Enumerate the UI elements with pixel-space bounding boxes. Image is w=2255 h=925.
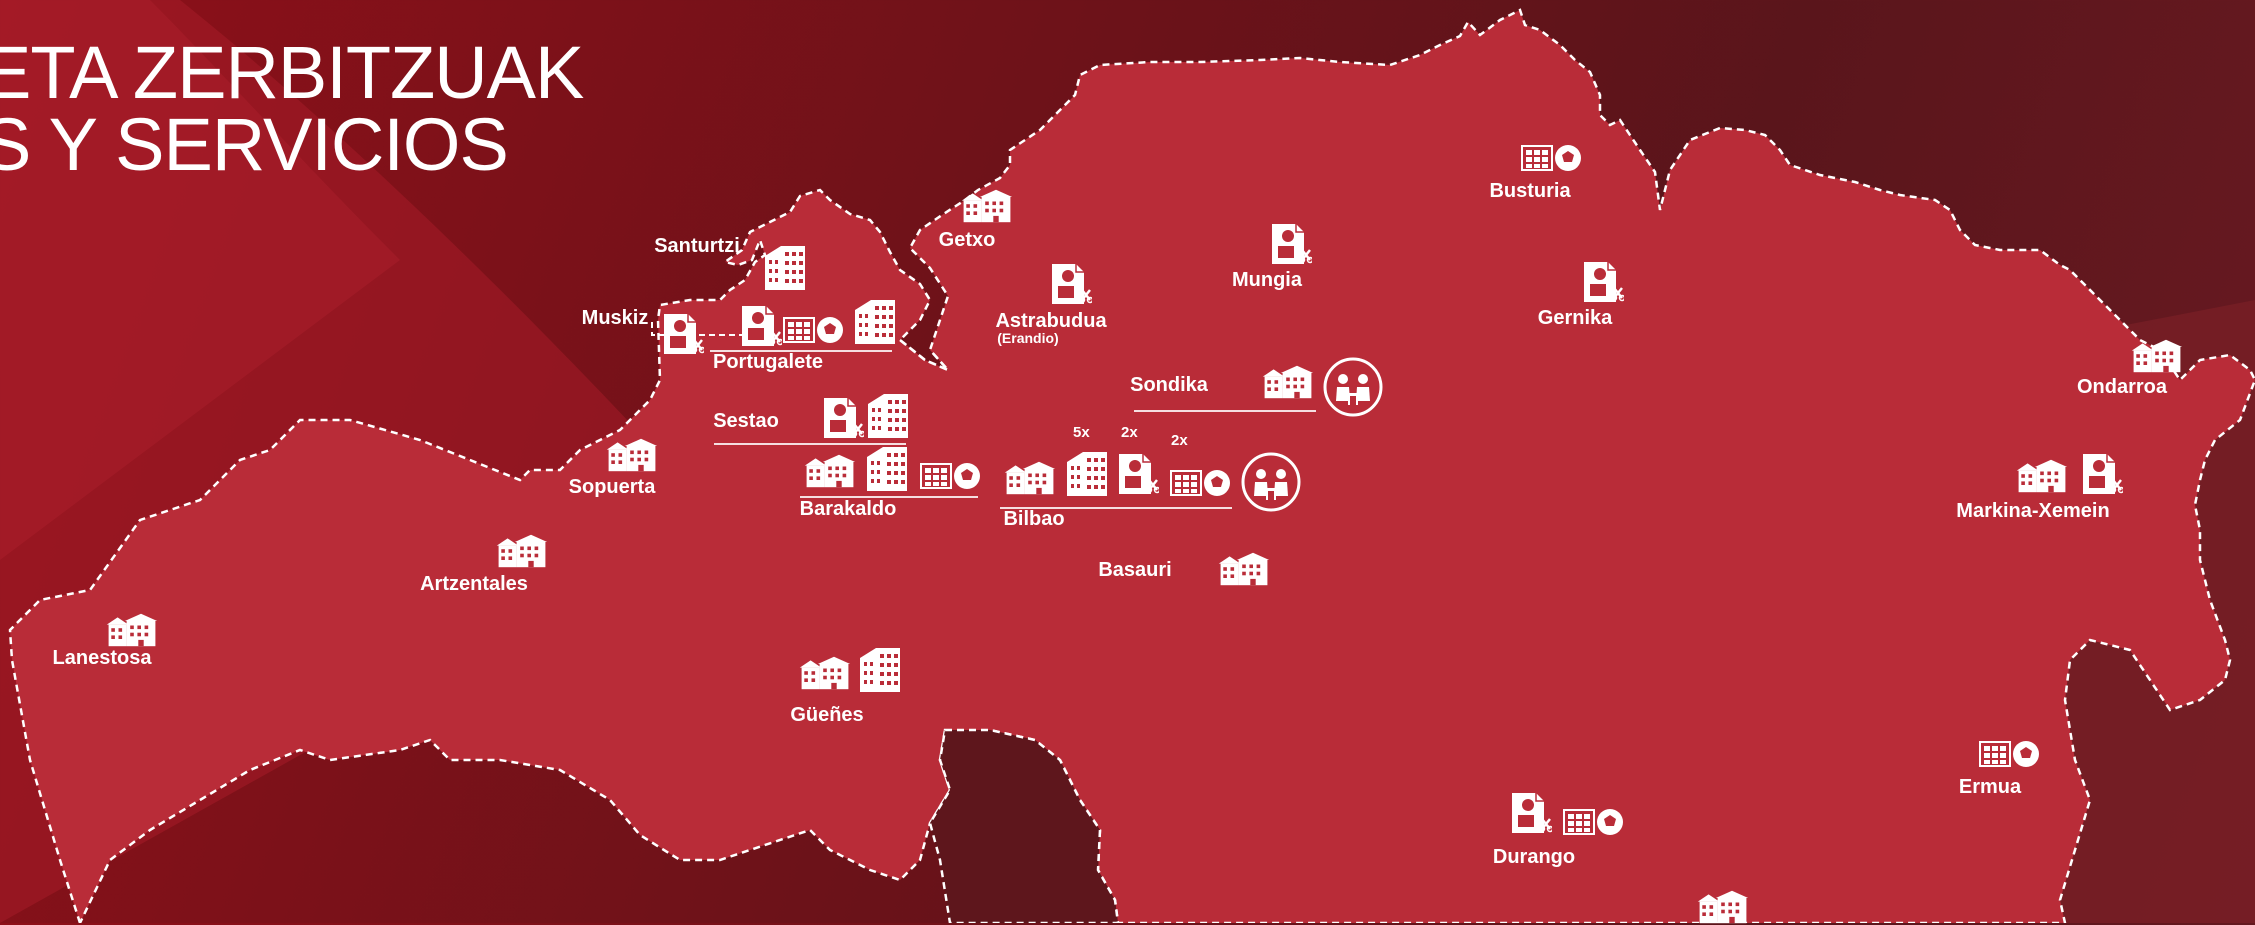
- residence-icon: [1003, 460, 1057, 496]
- place-label-bilbao: Bilbao: [1003, 508, 1065, 530]
- care-document-icon: [738, 302, 782, 348]
- care-document-icon: [1115, 450, 1159, 496]
- page-title-line-1: ETA ZERBITZUAK: [0, 31, 584, 114]
- care-document-icon: [1580, 258, 1624, 304]
- place-label-gernika: Gernika: [1537, 307, 1613, 329]
- place-label-busturia: Busturia: [1489, 180, 1571, 202]
- place-label-ermua: Ermua: [1958, 776, 2022, 798]
- bilbao-multiplier-apartment: 5x: [1073, 424, 1090, 441]
- residence-icon: [1261, 364, 1315, 400]
- residence-icon: [2130, 338, 2184, 374]
- bilbao-underline: [1000, 507, 1232, 509]
- place-label-portugalete: Portugalete: [712, 351, 824, 373]
- apartment-building-icon: [853, 296, 897, 346]
- care-document-icon: [1508, 789, 1552, 835]
- care-document-icon: [660, 310, 704, 356]
- place-label-mungia: Mungia: [1232, 269, 1302, 291]
- apartment-building-icon: [763, 242, 807, 292]
- place-label-muskiz: Muskiz: [581, 307, 649, 329]
- apartment-building-icon: [858, 644, 902, 694]
- residence-icon: [798, 655, 852, 691]
- barakaldo-underline: [800, 496, 978, 498]
- residence-icon: [105, 612, 159, 648]
- place-label-getxo: Getxo: [938, 229, 996, 251]
- calendar-ball-icon: [1169, 465, 1233, 499]
- place-label-basauri: Basauri: [1098, 559, 1172, 581]
- sondika-underline: [1134, 410, 1316, 412]
- place-label-ondarroa: Ondarroa: [2076, 376, 2168, 398]
- residence-icon: [1696, 889, 1750, 925]
- place-label-markina-xemein: Markina-Xemein: [1956, 500, 2110, 522]
- residence-icon: [605, 437, 659, 473]
- residence-icon: [960, 188, 1014, 224]
- apartment-building-icon: [1065, 448, 1109, 498]
- care-document-icon: [1048, 260, 1092, 306]
- place-label-guenes: Güeñes: [790, 704, 864, 726]
- calendar-ball-icon: [782, 312, 846, 346]
- calendar-ball-icon: [1978, 736, 2042, 770]
- sestao-underline: [714, 443, 906, 445]
- page-title-line-2: S Y SERVICIOS: [0, 103, 509, 186]
- bilbao-multiplier-care: 2x: [1121, 424, 1138, 441]
- care-document-icon: [820, 394, 864, 440]
- residence-icon: [495, 533, 549, 569]
- place-label-barakaldo: Barakaldo: [799, 498, 897, 520]
- place-label-sopuerta: Sopuerta: [568, 476, 656, 498]
- residence-icon: [1217, 551, 1271, 587]
- residence-icon: [803, 453, 857, 489]
- place-label-artzentales: Artzentales: [420, 573, 528, 595]
- place-label-sestao: Sestao: [713, 410, 779, 432]
- residence-icon: [2015, 458, 2069, 494]
- place-label-sondika: Sondika: [1130, 374, 1208, 396]
- meeting-circle-icon: [1323, 357, 1383, 417]
- apartment-building-icon: [865, 443, 909, 493]
- place-label-lanestosa: Lanestosa: [52, 647, 152, 669]
- meeting-circle-icon: [1241, 452, 1301, 512]
- calendar-ball-icon: [919, 458, 983, 492]
- place-label-santurtzi: Santurtzi: [654, 235, 740, 257]
- calendar-ball-icon: [1562, 804, 1626, 838]
- apartment-building-icon: [866, 390, 910, 440]
- care-document-icon: [2079, 450, 2123, 496]
- bilbao-multiplier-calendar: 2x: [1171, 432, 1188, 449]
- place-label-durango: Durango: [1492, 846, 1576, 868]
- portugalete-underline: [710, 350, 892, 352]
- place-sublabel-erandio: (Erandio): [997, 330, 1059, 346]
- care-document-icon: [1268, 220, 1312, 266]
- calendar-ball-icon: [1520, 140, 1584, 174]
- place-label-astrabudua: Astrabudua: [995, 310, 1107, 332]
